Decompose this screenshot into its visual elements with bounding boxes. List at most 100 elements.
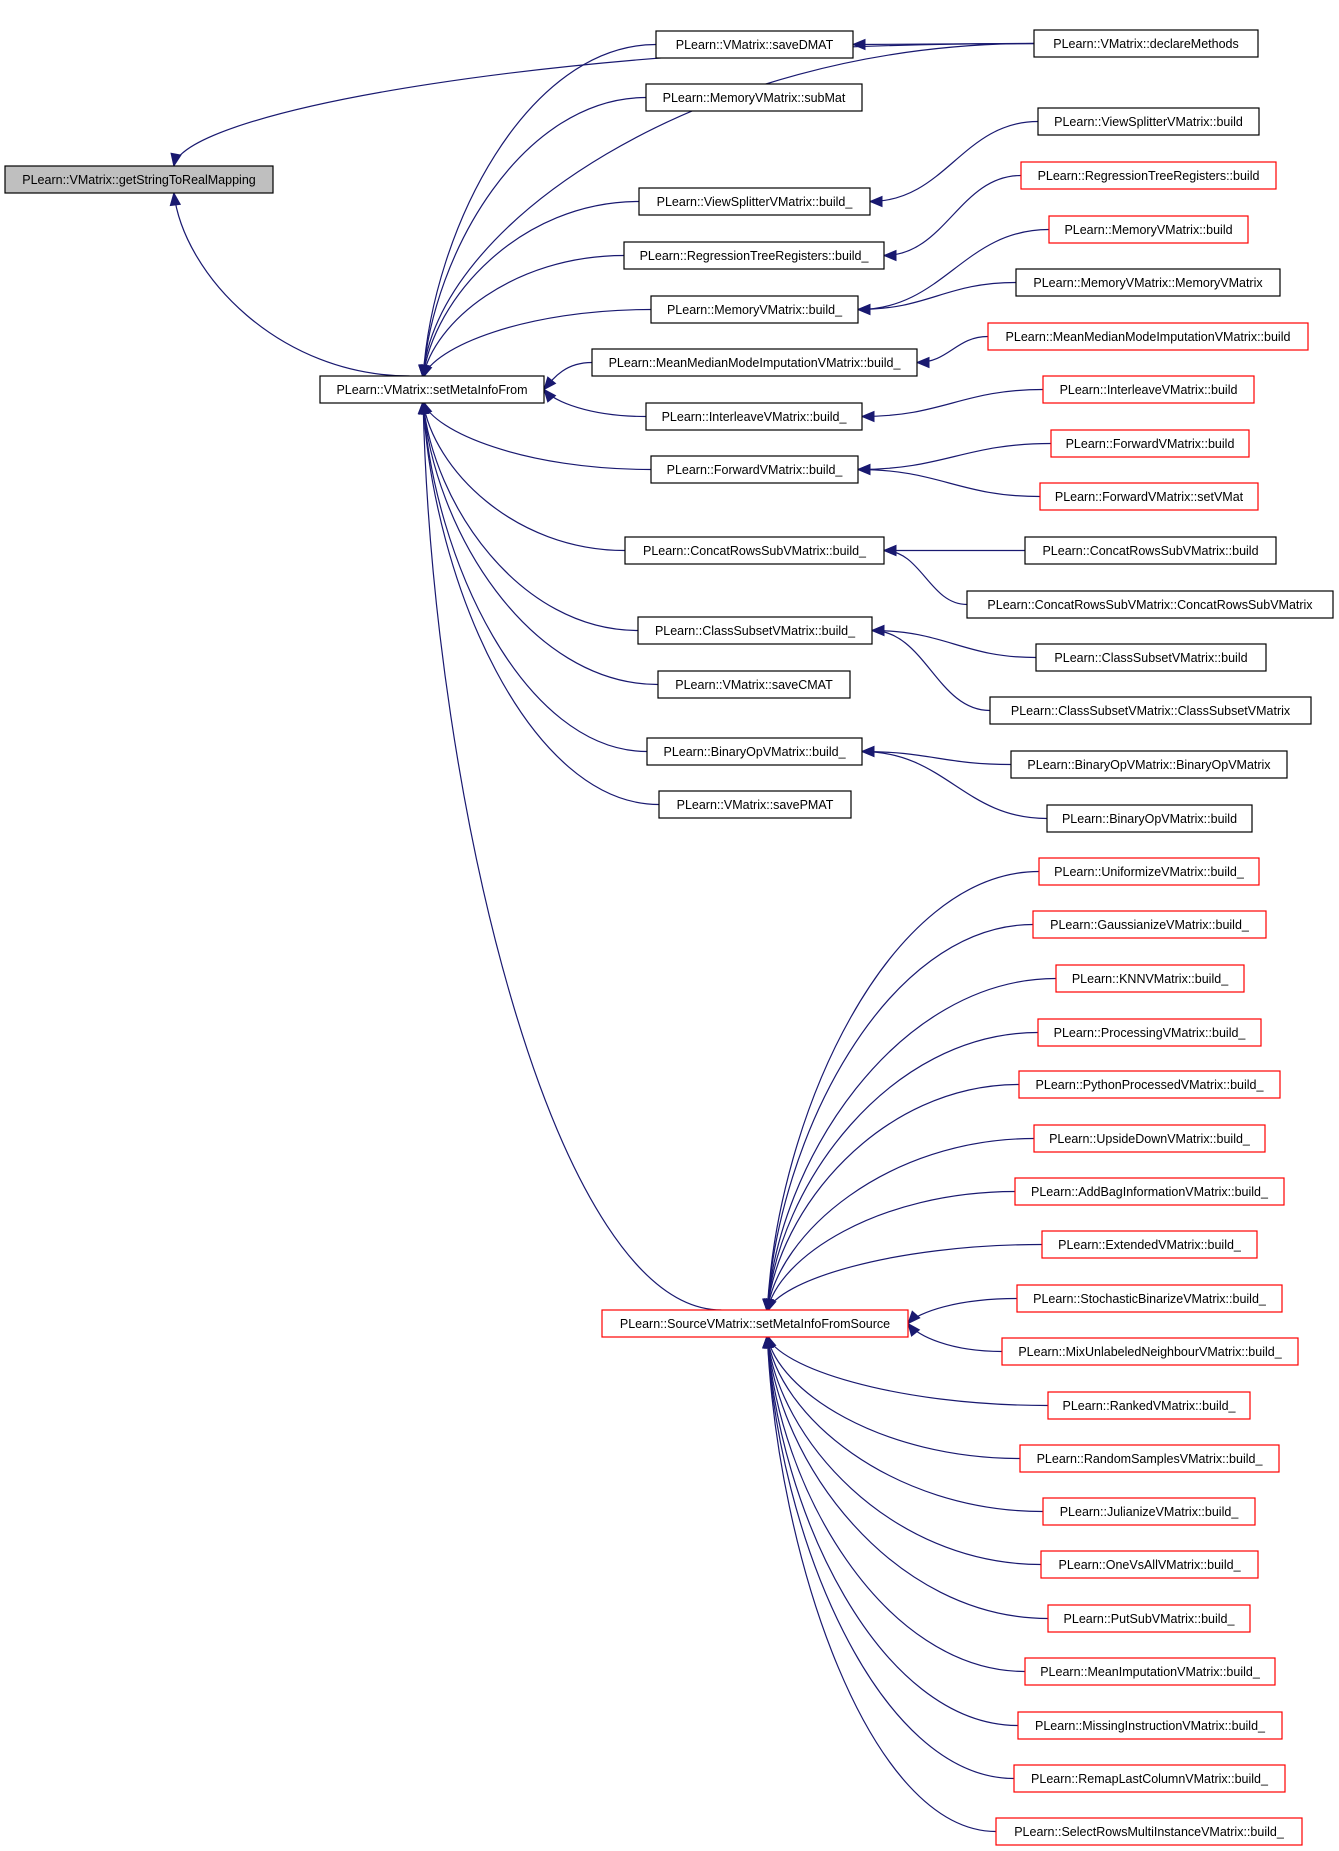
node-save-cmat[interactable]: PLearn::VMatrix::saveCMAT [657,670,851,699]
node-label: PLearn::MemoryVMatrix::subMat [663,91,846,105]
edge-reg-tree-build-to-reg-tree-build [883,174,1022,257]
node-box [319,375,545,404]
edge-forward-set-vmat-to-forward-build [857,468,1041,498]
node-memory-build[interactable]: PLearn::MemoryVMatrix::build_ [650,295,859,324]
edge-gaussianize-to-set-meta-info-from-source [766,923,1034,1312]
node-view-splitter-build[interactable]: PLearn::ViewSplitterVMatrix::build [1037,107,1260,136]
arrowhead [856,463,871,476]
node-sub-mat[interactable]: PLearn::MemoryVMatrix::subMat [645,83,863,112]
node-memory-ctor[interactable]: PLearn::MemoryVMatrix::MemoryVMatrix [1015,268,1281,297]
node-view-splitter-build[interactable]: PLearn::ViewSplitterVMatrix::build_ [638,187,871,216]
node-box [646,737,863,766]
node-mean-imputation[interactable]: PLearn::MeanImputationVMatrix::build_ [1024,1657,1276,1686]
node-label: PLearn::MeanMedianModeImputationVMatrix:… [1006,330,1291,344]
node-save-dmat[interactable]: PLearn::VMatrix::saveDMAT [655,30,854,59]
node-label: PLearn::ViewSplitterVMatrix::build_ [657,195,854,209]
node-stochastic-binarize[interactable]: PLearn::StochasticBinarizeVMatrix::build… [1016,1284,1283,1313]
node-box [1020,161,1277,190]
node-binary-op-ctor[interactable]: PLearn::BinaryOpVMatrix::BinaryOpVMatrix [1010,750,1288,779]
arrowhead [762,1334,774,1349]
node-uniformize[interactable]: PLearn::UniformizeVMatrix::build_ [1038,857,1260,886]
node-box [1042,375,1255,404]
arrowhead [169,191,182,207]
node-box [623,241,885,270]
node-reg-tree-build[interactable]: PLearn::RegressionTreeRegisters::build_ [623,241,885,270]
node-select-rows-multi[interactable]: PLearn::SelectRowsMultiInstanceVMatrix::… [995,1817,1303,1846]
node-remap-last-column[interactable]: PLearn::RemapLastColumnVMatrix::build_ [1013,1764,1286,1793]
node-class-subset-build[interactable]: PLearn::ClassSubsetVMatrix::build [1035,643,1267,672]
edge-set-meta-info-from-to-get-string-to-real-mapping [173,192,410,377]
node-upside-down[interactable]: PLearn::UpsideDownVMatrix::build_ [1033,1124,1266,1153]
node-concat-build[interactable]: PLearn::ConcatRowsSubVMatrix::build [1024,536,1277,565]
node-label: PLearn::MixUnlabeledNeighbourVMatrix::bu… [1018,1345,1282,1359]
node-forward-build[interactable]: PLearn::ForwardVMatrix::build_ [650,455,859,484]
node-box [1040,1550,1259,1579]
node-set-meta-info-from-source[interactable]: PLearn::SourceVMatrix::setMetaInfoFromSo… [601,1309,909,1338]
node-forward-set-vmat[interactable]: PLearn::ForwardVMatrix::setVMat [1039,482,1259,511]
node-julianize[interactable]: PLearn::JulianizeVMatrix::build_ [1042,1497,1256,1526]
node-declare-methods[interactable]: PLearn::VMatrix::declareMethods [1033,29,1259,58]
edge-mix-unlabeled-to-set-meta-info-from-source [907,1323,1003,1353]
node-label: PLearn::InterleaveVMatrix::build_ [662,410,848,424]
node-concat-build[interactable]: PLearn::ConcatRowsSubVMatrix::build_ [624,536,885,565]
node-missing-instruction[interactable]: PLearn::MissingInstructionVMatrix::build… [1017,1711,1283,1740]
node-binary-op-build[interactable]: PLearn::BinaryOpVMatrix::build_ [646,737,863,766]
node-binary-op-build[interactable]: PLearn::BinaryOpVMatrix::build [1046,804,1253,833]
node-label: PLearn::RankedVMatrix::build_ [1062,1399,1236,1413]
node-set-meta-info-from[interactable]: PLearn::VMatrix::setMetaInfoFrom [319,375,545,404]
edge-remap-last-column-to-set-meta-info-from-source [766,1335,1015,1780]
node-box [1018,1070,1281,1099]
node-knnv[interactable]: PLearn::KNNVMatrix::build_ [1055,964,1245,993]
node-gaussianize[interactable]: PLearn::GaussianizeVMatrix::build_ [1032,910,1267,939]
edge-view-splitter-build-to-set-meta-info-from [422,200,640,378]
edge-put-sub-to-set-meta-info-from-source [766,1335,1049,1620]
node-layer: PLearn::VMatrix::getStringToRealMappingP… [4,29,1334,1846]
edge-one-vs-all-to-set-meta-info-from-source [766,1335,1042,1566]
node-save-pmat[interactable]: PLearn::VMatrix::savePMAT [658,790,852,819]
node-python-processed[interactable]: PLearn::PythonProcessedVMatrix::build_ [1018,1070,1281,1099]
node-add-bag[interactable]: PLearn::AddBagInformationVMatrix::build_ [1014,1177,1285,1206]
node-box [1032,910,1267,939]
edge-forward-build-to-set-meta-info-from [422,401,652,471]
arrowhead [868,195,883,208]
node-random-samples[interactable]: PLearn::RandomSamplesVMatrix::build_ [1019,1444,1280,1473]
node-box [650,455,859,484]
node-label: PLearn::MeanImputationVMatrix::build_ [1040,1665,1261,1679]
edge-binary-op-ctor-to-binary-op-build [861,750,1012,766]
node-label: PLearn::BinaryOpVMatrix::build [1062,812,1237,826]
edge-select-rows-multi-to-set-meta-info-from-source [766,1335,997,1833]
node-box [1024,536,1277,565]
node-label: PLearn::BinaryOpVMatrix::build_ [663,745,846,759]
node-box [1047,1604,1251,1633]
node-box [995,1817,1303,1846]
node-extended[interactable]: PLearn::ExtendedVMatrix::build_ [1041,1230,1258,1259]
node-mean-median-build[interactable]: PLearn::MeanMedianModeImputationVMatrix:… [987,322,1309,351]
node-box [1042,1497,1256,1526]
edge-class-subset-ctor-to-class-subset-build [871,629,991,712]
arrowhead [882,544,897,557]
node-label: PLearn::ConcatRowsSubVMatrix::build [1042,544,1258,558]
node-ranked[interactable]: PLearn::RankedVMatrix::build_ [1047,1391,1251,1420]
node-box [1048,215,1249,244]
node-reg-tree-build[interactable]: PLearn::RegressionTreeRegisters::build [1020,161,1277,190]
node-put-sub[interactable]: PLearn::PutSubVMatrix::build_ [1047,1604,1251,1633]
node-interleave-build[interactable]: PLearn::InterleaveVMatrix::build_ [645,402,863,431]
node-mix-unlabeled[interactable]: PLearn::MixUnlabeledNeighbourVMatrix::bu… [1001,1337,1299,1366]
node-label: PLearn::VMatrix::setMetaInfoFrom [336,383,527,397]
node-one-vs-all[interactable]: PLearn::OneVsAllVMatrix::build_ [1040,1550,1259,1579]
edge-add-bag-to-set-meta-info-from-source [766,1190,1016,1312]
node-class-subset-build[interactable]: PLearn::ClassSubsetVMatrix::build_ [637,616,873,645]
node-label: PLearn::MemoryVMatrix::MemoryVMatrix [1033,276,1263,290]
node-label: PLearn::SourceVMatrix::setMetaInfoFromSo… [620,1317,890,1331]
node-label: PLearn::MeanMedianModeImputationVMatrix:… [609,356,902,370]
node-memory-build[interactable]: PLearn::MemoryVMatrix::build [1048,215,1249,244]
node-concat-ctor[interactable]: PLearn::ConcatRowsSubVMatrix::ConcatRows… [966,590,1334,619]
node-label: PLearn::PythonProcessedVMatrix::build_ [1036,1078,1265,1092]
node-box [1050,429,1250,458]
node-forward-build[interactable]: PLearn::ForwardVMatrix::build [1050,429,1250,458]
node-interleave-build[interactable]: PLearn::InterleaveVMatrix::build [1042,375,1255,404]
node-class-subset-ctor[interactable]: PLearn::ClassSubsetVMatrix::ClassSubsetV… [989,696,1312,725]
node-mean-median-build[interactable]: PLearn::MeanMedianModeImputationVMatrix:… [591,348,918,377]
node-processing[interactable]: PLearn::ProcessingVMatrix::build_ [1037,1018,1262,1047]
